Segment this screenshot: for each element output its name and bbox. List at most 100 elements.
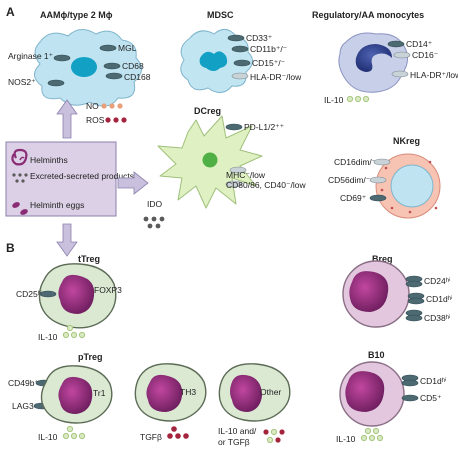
receptor-icon [225, 123, 243, 131]
il10-molecules [360, 427, 384, 442]
es-products-label: Excreted-secreted products [30, 171, 134, 181]
no-molecules [101, 103, 123, 109]
receptor-icon [53, 54, 71, 62]
panel-label-b: B [6, 241, 15, 255]
dcreg-marker-mhc: MHC⁻/low [226, 170, 266, 180]
helminth-label: Helminths [30, 155, 68, 165]
receptor-icon [393, 51, 411, 59]
receptor-icon [99, 44, 117, 52]
ttreg-foxp3: FOXP3 [94, 285, 122, 295]
receptor-icon [373, 158, 391, 166]
dcreg-cell [157, 115, 263, 209]
b10-marker-cd5: CD5⁺ [420, 393, 442, 403]
receptor-icon [405, 280, 423, 288]
b10-cell [339, 361, 405, 427]
ttreg-title: tTreg [78, 254, 100, 264]
ptreg-marker-lag3: LAG3⁺ [12, 401, 39, 411]
ttreg-marker-cd25: CD25ʰⁱ [16, 289, 43, 299]
tr1-product-il10: IL-10 [38, 432, 58, 442]
th3-label: TH3 [180, 387, 196, 397]
helminth-eggs-label: Helminth eggs [30, 200, 84, 210]
receptor-icon [391, 70, 409, 78]
th3-cell [134, 363, 207, 422]
tr1-cell [40, 365, 113, 424]
other-product-line1: IL-10 and/ [218, 426, 257, 436]
aam-marker-mgl: MGL [118, 43, 137, 53]
receptor-icon [231, 45, 249, 53]
aam-product-no: NO [86, 101, 99, 111]
reg-monocyte-cell [338, 32, 408, 93]
breg-marker-cd38: CD38ʰⁱ [424, 313, 451, 323]
aam-marker-nos2: NOS2⁺ [8, 77, 36, 87]
ttreg-cell [38, 263, 117, 329]
mdsc-marker-hladr: HLA-DR⁻/low [250, 72, 302, 82]
receptor-icon [229, 166, 247, 174]
mdsc-title: MDSC [207, 10, 234, 20]
dcreg-marker-cd80: CD80/86, CD40⁻/low [226, 180, 306, 190]
breg-marker-cd1d: CD1dʰⁱ [426, 294, 453, 304]
mixed-molecules [263, 428, 285, 444]
receptor-icon [387, 40, 405, 48]
helminth-worm-icon [11, 148, 28, 166]
nkreg-cell [375, 153, 441, 219]
th3-product-tgfb: TGFβ [140, 432, 162, 442]
receptor-icon [227, 34, 245, 42]
receptor-icon [401, 379, 419, 387]
mdsc-marker-cd11b: CD11b⁺/⁻ [250, 44, 288, 54]
nkreg-marker-cd56: CD56dim/⁻ [328, 175, 371, 185]
aam-title: AAMϕ/type 2 Mϕ [40, 10, 113, 20]
panel-label-a: A [6, 5, 15, 19]
breg-cell [342, 260, 410, 328]
il10-molecules [346, 95, 370, 103]
arrow-down-icon [56, 223, 78, 257]
receptor-icon [369, 194, 387, 202]
tgfb-molecules [167, 426, 189, 439]
mono-marker-hladr: HLA-DR⁺/low [410, 70, 458, 80]
receptor-icon [233, 59, 251, 67]
ros-molecules [105, 117, 127, 123]
ttreg-product-il10: IL-10 [38, 332, 58, 342]
other-treg-cell [218, 363, 291, 422]
dcreg-product-ido: IDO [147, 199, 163, 209]
breg-title: Breg [372, 254, 393, 264]
receptor-icon [39, 290, 57, 298]
b10-title: B10 [368, 350, 385, 360]
aam-marker-cd68: CD68 [122, 61, 144, 71]
b10-marker-cd1d: CD1dʰⁱ [420, 376, 447, 386]
mdsc-marker-cd33: CD33⁺ [246, 33, 273, 43]
receptor-icon [407, 297, 425, 305]
nkreg-marker-cd16: CD16dim/⁻ [334, 157, 377, 167]
aam-marker-arginase: Arginase 1⁺ [8, 51, 54, 61]
receptor-icon [369, 176, 387, 184]
il10-molecules [62, 324, 86, 339]
ptreg-title: pTreg [78, 352, 103, 362]
receptor-icon [103, 62, 121, 70]
aam-product-ros: ROS [86, 115, 105, 125]
receptor-icon [105, 72, 123, 80]
dcreg-marker-pdl: PD-L1/2⁺⁺ [244, 122, 285, 132]
ptreg-marker-cd49b: CD49b⁺ [8, 378, 39, 388]
helminth-egg-icon [12, 202, 28, 215]
nkreg-title: NKreg [393, 136, 420, 146]
mono-marker-cd14: CD14⁺ [406, 39, 433, 49]
ido-molecules [143, 216, 165, 229]
other-label: Other [260, 387, 281, 397]
mdsc-marker-cd15: CD15⁺/⁻ [252, 58, 286, 68]
arrow-right-icon [117, 171, 149, 195]
aam-marker-cd168: CD168 [124, 72, 151, 82]
b10-product-il10: IL-10 [336, 434, 356, 444]
receptor-icon [231, 72, 249, 80]
il10-molecules [62, 425, 86, 440]
arrow-up-icon [56, 99, 78, 139]
other-product-line2: or TGFβ [218, 437, 250, 447]
receptor-icon [405, 314, 423, 322]
dcreg-title: DCreg [194, 106, 221, 116]
tr1-label: Tr1 [93, 388, 106, 398]
mono-title: Regulatory/AA monocytes [312, 10, 424, 20]
receptor-icon [47, 79, 65, 87]
helminth-box [5, 141, 117, 217]
es-products-dots-icon [12, 173, 28, 183]
receptor-icon [401, 394, 419, 402]
breg-marker-cd24: CD24ʰⁱ [424, 276, 451, 286]
mono-marker-cd16: CD16⁻ [412, 50, 439, 60]
